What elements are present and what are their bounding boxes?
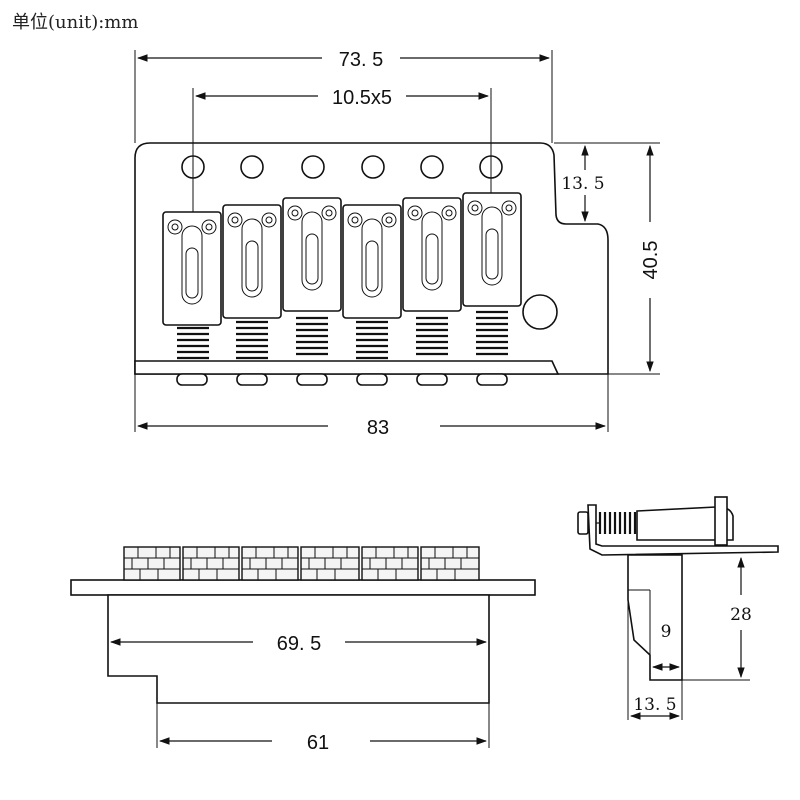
string-hole	[240, 155, 264, 179]
front-saddle	[361, 546, 419, 581]
dim-side-step: 9	[651, 622, 681, 671]
top-view: 73. 5 10.5x5 13. 5 40.5	[134, 49, 662, 439]
string-hole	[361, 155, 385, 179]
side-saddle-tip	[714, 496, 728, 546]
dim-string-spacing: 10.5x5	[192, 87, 492, 212]
saddle	[282, 197, 342, 312]
screw-head	[476, 373, 508, 386]
dim-top-width-label: 73. 5	[339, 49, 383, 71]
side-screw-head	[577, 511, 589, 535]
dim-block-lower-width: 61	[156, 703, 490, 754]
spring	[476, 310, 508, 356]
dim-side-step-label: 9	[661, 622, 672, 642]
front-saddle	[182, 546, 240, 581]
screw-head	[416, 373, 448, 386]
bottom-rail	[134, 360, 560, 375]
dim-height-label: 40.5	[640, 241, 662, 280]
dim-step-height: 13. 5	[554, 142, 605, 225]
dim-step-height-label: 13. 5	[561, 174, 604, 194]
screw-head	[296, 373, 328, 386]
springs	[177, 310, 508, 360]
dim-side-depth-label: 28	[730, 605, 752, 625]
spring	[236, 320, 268, 360]
saddle	[462, 192, 522, 307]
side-spring	[598, 512, 637, 534]
dim-block-width-label: 69. 5	[277, 633, 321, 655]
saddle	[342, 204, 402, 319]
mounting-hole	[522, 294, 558, 330]
front-saddle	[123, 546, 181, 581]
spring	[416, 316, 448, 356]
saddles	[162, 192, 522, 326]
screw-head	[356, 373, 388, 386]
front-saddle	[300, 546, 360, 581]
spring	[296, 316, 328, 356]
side-block	[627, 554, 683, 681]
screw-head	[236, 373, 268, 386]
dim-base-width: 83	[134, 374, 609, 439]
dim-side-depth: 28	[682, 556, 752, 681]
dim-string-spacing-label: 10.5x5	[332, 87, 392, 109]
front-saddle	[241, 546, 299, 581]
string-hole	[420, 155, 444, 179]
saddle	[162, 211, 222, 326]
side-view: 28 9 13. 5	[577, 496, 779, 720]
string-hole	[301, 155, 325, 179]
side-plate	[587, 504, 779, 556]
unit-label: 单位(unit):mm	[12, 12, 139, 33]
dim-block-width: 69. 5	[109, 633, 488, 655]
front-saddles	[123, 546, 480, 581]
spring	[177, 326, 209, 360]
dim-side-width-label: 13. 5	[633, 695, 676, 715]
saddle	[402, 197, 462, 312]
dim-height: 40.5	[556, 142, 662, 375]
dim-block-lower-width-label: 61	[307, 732, 329, 754]
dim-top-width: 73. 5	[134, 49, 553, 143]
front-saddle	[420, 546, 480, 581]
front-view: 69. 5 61	[70, 546, 536, 754]
screw-heads	[176, 373, 508, 386]
dim-side-width: 13. 5	[627, 600, 683, 720]
spring	[356, 320, 388, 360]
dim-base-width-label: 83	[367, 417, 389, 439]
saddle	[222, 204, 282, 319]
screw-head	[176, 373, 208, 386]
front-plate	[70, 579, 536, 596]
